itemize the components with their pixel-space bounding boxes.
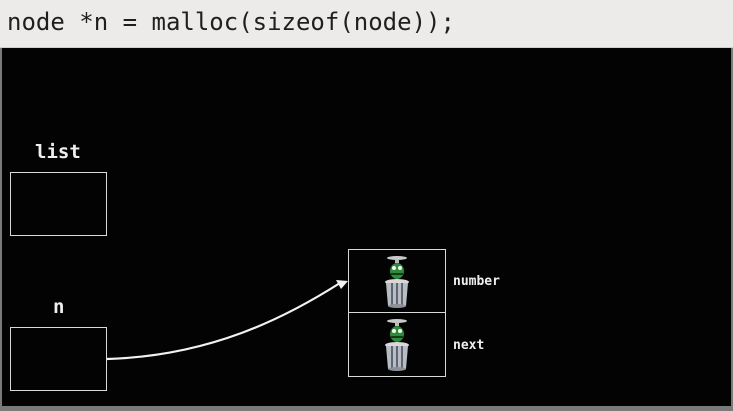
oscar-garbage-icon: [385, 319, 409, 371]
oscar-garbage-icon: [385, 256, 409, 308]
node-field-number: [349, 250, 445, 313]
n-box: [10, 327, 107, 391]
next-field-label: next: [453, 338, 485, 353]
list-label: list: [35, 141, 81, 163]
diagram-stage: [2, 48, 731, 406]
n-label: n: [53, 296, 65, 318]
code-bar: node *n = malloc(sizeof(node));: [0, 0, 733, 48]
list-box: [10, 172, 107, 236]
node-box: [348, 249, 446, 377]
code-line: node *n = malloc(sizeof(node));: [7, 8, 455, 36]
node-field-next: [349, 313, 445, 376]
number-field-label: number: [453, 274, 500, 289]
